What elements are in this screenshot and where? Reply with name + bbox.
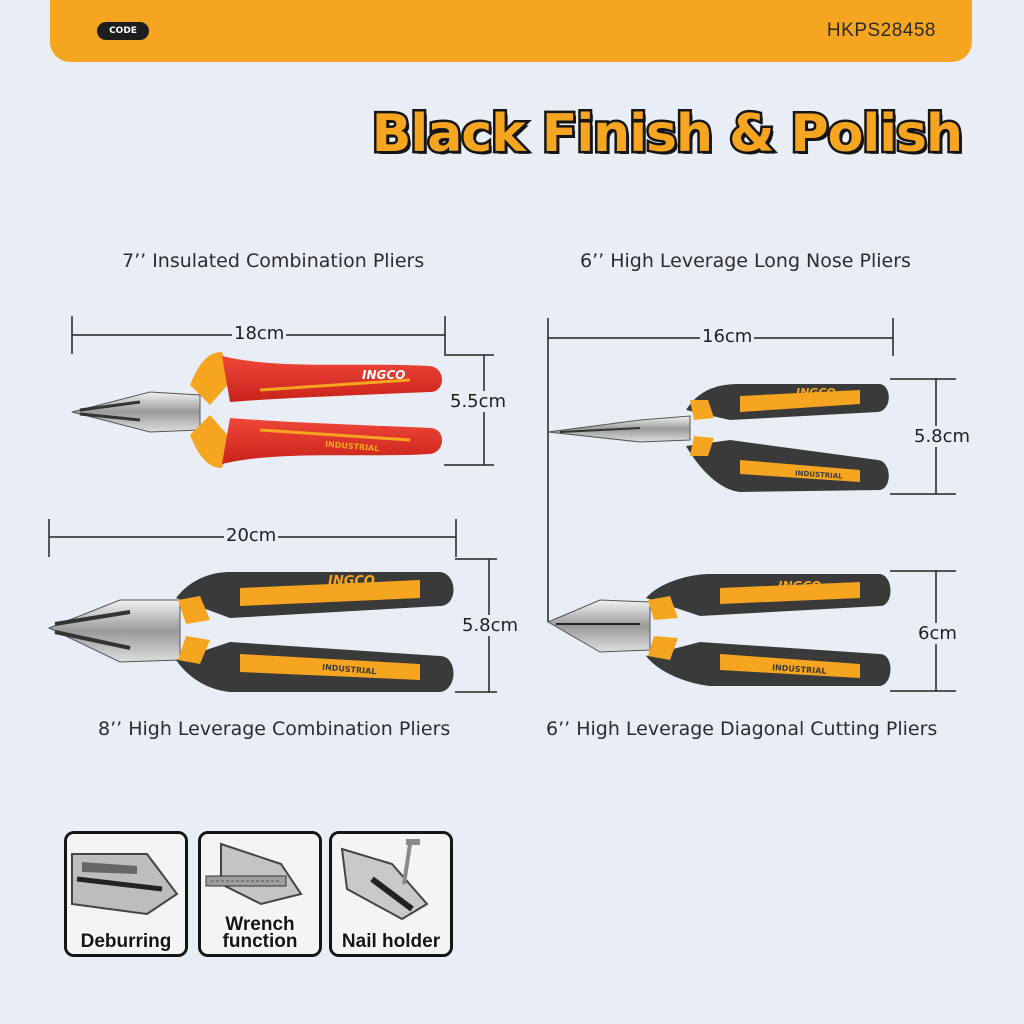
dimension-width-3: 5.8cm (460, 615, 521, 636)
product-name-3: 8’’ High Leverage Combination Pliers (98, 718, 451, 740)
feature-card-wrench: Wrench function (198, 831, 322, 957)
brand-mark-1: INGCO (362, 368, 406, 382)
header-banner (50, 0, 972, 62)
deburring-icon (67, 834, 185, 954)
long-nose-pliers (547, 384, 889, 492)
insulated-combination-pliers (71, 352, 442, 468)
brand-mark-4: INGCO (778, 579, 822, 593)
product-name-2: 6’’ High Leverage Long Nose Pliers (580, 250, 911, 272)
diagonal-cutting-pliers (546, 574, 891, 686)
feature-card-deburring: Deburring (64, 831, 188, 957)
product-code: HKPS28458 (826, 20, 936, 41)
dimension-length-1: 18cm (232, 323, 287, 344)
product-name-1: 7’’ Insulated Combination Pliers (122, 250, 425, 272)
dimension-length-2: 16cm (700, 326, 755, 347)
feature-label-nail-holder: Nail holder (341, 931, 441, 952)
dimension-width-1: 5.5cm (448, 391, 509, 412)
dimension-width-4: 6cm (916, 623, 959, 644)
high-leverage-combination-pliers (47, 572, 454, 692)
feature-label-deburring: Deburring (80, 931, 172, 952)
dimension-length-3: 20cm (224, 525, 279, 546)
nail-holder-icon (332, 834, 450, 954)
product-name-4: 6’’ High Leverage Diagonal Cutting Plier… (546, 718, 938, 740)
brand-mark-2: INGCO (796, 386, 836, 399)
feature-card-nail-holder: Nail holder (329, 831, 453, 957)
code-badge: CODE (97, 22, 149, 40)
wrench-function-icon (201, 834, 319, 954)
headline: Black Finish & Polish (369, 102, 965, 167)
dimension-width-2: 5.8cm (912, 426, 973, 447)
feature-label-wrench: Wrench function (222, 914, 298, 952)
brand-mark-3: INGCO (328, 574, 375, 589)
